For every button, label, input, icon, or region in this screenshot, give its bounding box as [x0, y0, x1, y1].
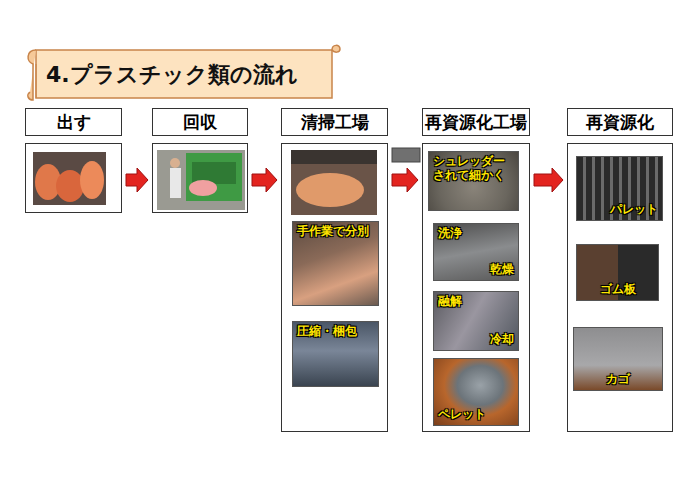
column-header: 再資源化: [567, 108, 673, 136]
process-column: 回収: [152, 143, 248, 213]
banner-body: [36, 50, 332, 98]
photo-box: ペレット: [433, 358, 519, 426]
banner-roll: [28, 50, 36, 100]
flow-arrow: [534, 168, 563, 192]
diagram-title: 4.プラスチック類の流れ: [46, 60, 298, 90]
bag: [56, 170, 84, 202]
column-header: 回収: [152, 108, 248, 136]
photo-caption: 圧縮・梱包: [297, 325, 357, 339]
title-banner: [28, 45, 340, 100]
plastic-pile: [296, 173, 364, 207]
column-header: 出す: [25, 108, 122, 136]
flow-arrow: [392, 168, 418, 192]
process-column: 再資源化パレットゴム板カゴ: [567, 143, 673, 432]
photo-box: 融解冷却: [433, 291, 519, 351]
photo-caption: 乾燥: [490, 263, 514, 277]
photo-caption: パレット: [610, 203, 658, 217]
flow-arrow: [252, 168, 277, 192]
small-photo: [392, 148, 420, 162]
column-title: 再資源化工場: [425, 111, 527, 134]
bag: [80, 161, 104, 199]
photo-box: カゴ: [573, 327, 663, 391]
worker: [170, 168, 181, 198]
photo-box: ゴム板: [576, 244, 659, 301]
photo-ground: [33, 152, 106, 205]
photo-box: 手作業で分別: [292, 221, 379, 306]
photo-caption: 冷却: [490, 333, 514, 347]
process-column: 出す: [25, 143, 122, 213]
bag: [189, 180, 217, 196]
column-title: 再資源化: [586, 111, 654, 134]
process-column: 清掃工場手作業で分別圧縮・梱包: [281, 143, 388, 432]
photo-caption: 融解: [438, 295, 462, 309]
photo-caption: 洗浄: [438, 227, 462, 241]
photo-bags: [33, 152, 106, 205]
photo-ground: [157, 150, 245, 210]
column-title: 清掃工場: [301, 111, 369, 134]
photo-caption: カゴ: [574, 373, 662, 387]
photo-caption: 手作業で分別: [297, 225, 369, 239]
column-header: 清掃工場: [281, 108, 388, 136]
photo-box: パレット: [576, 156, 663, 221]
photo-caption: ゴム板: [577, 283, 658, 297]
worker-head: [170, 158, 180, 168]
column-title: 回収: [183, 111, 217, 134]
photo-caption: ペレット: [438, 408, 486, 422]
photo-ground: [291, 150, 377, 215]
photo-box: シュレッダー されて細かく: [428, 151, 519, 211]
machine: [291, 150, 377, 164]
banner-edge: [36, 64, 37, 98]
truck-body: [186, 153, 242, 201]
photo-caption: シュレッダー されて細かく: [433, 155, 511, 183]
photo-box: 洗浄乾燥: [433, 223, 519, 281]
column-title: 出す: [57, 111, 91, 134]
photo-box: 圧縮・梱包: [292, 321, 379, 387]
process-column: 再資源化工場シュレッダー されて細かく洗浄乾燥融解冷却ペレット: [422, 143, 530, 432]
photo-conveyor: [291, 150, 377, 215]
photo-truck: [157, 150, 245, 210]
flow-arrow: [126, 168, 148, 192]
column-header: 再資源化工場: [422, 108, 530, 136]
banner-curl: [332, 45, 340, 52]
